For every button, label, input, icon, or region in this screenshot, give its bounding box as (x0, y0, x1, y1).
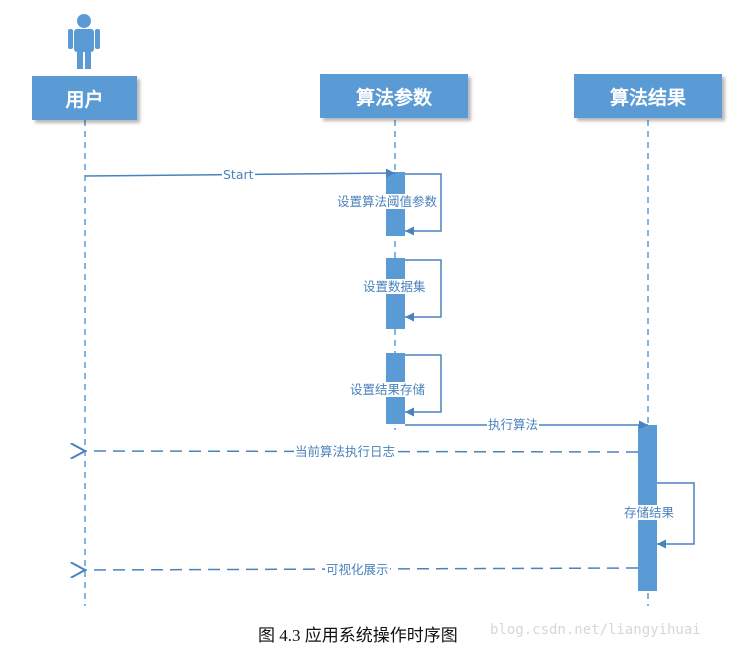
message-label-visualize: 可视化展示 (325, 562, 390, 577)
person-icon (68, 14, 100, 69)
message-label-dataset: 设置数据集 (362, 279, 427, 294)
participant-params: 算法参数 (320, 74, 468, 118)
self-message-result-storage (405, 354, 442, 417)
message-label-result-storage: 设置结果存储 (349, 382, 427, 397)
message-label-start: Start (222, 167, 255, 182)
message-label-thresholds: 设置算法阈值参数 (336, 194, 439, 209)
message-label-log: 当前算法执行日志 (294, 444, 397, 459)
participant-user: 用户 (32, 76, 137, 120)
figure-caption: 图 4.3 应用系统操作时序图 (258, 626, 458, 645)
watermark: blog.csdn.net/liangyihuai (490, 622, 701, 638)
self-message-store-results (657, 482, 695, 549)
message-label-execute: 执行算法 (487, 417, 540, 432)
message-label-store-results: 存储结果 (623, 505, 676, 520)
self-message-dataset (405, 259, 442, 322)
participant-results: 算法结果 (574, 74, 722, 118)
self-message-thresholds (405, 173, 442, 236)
